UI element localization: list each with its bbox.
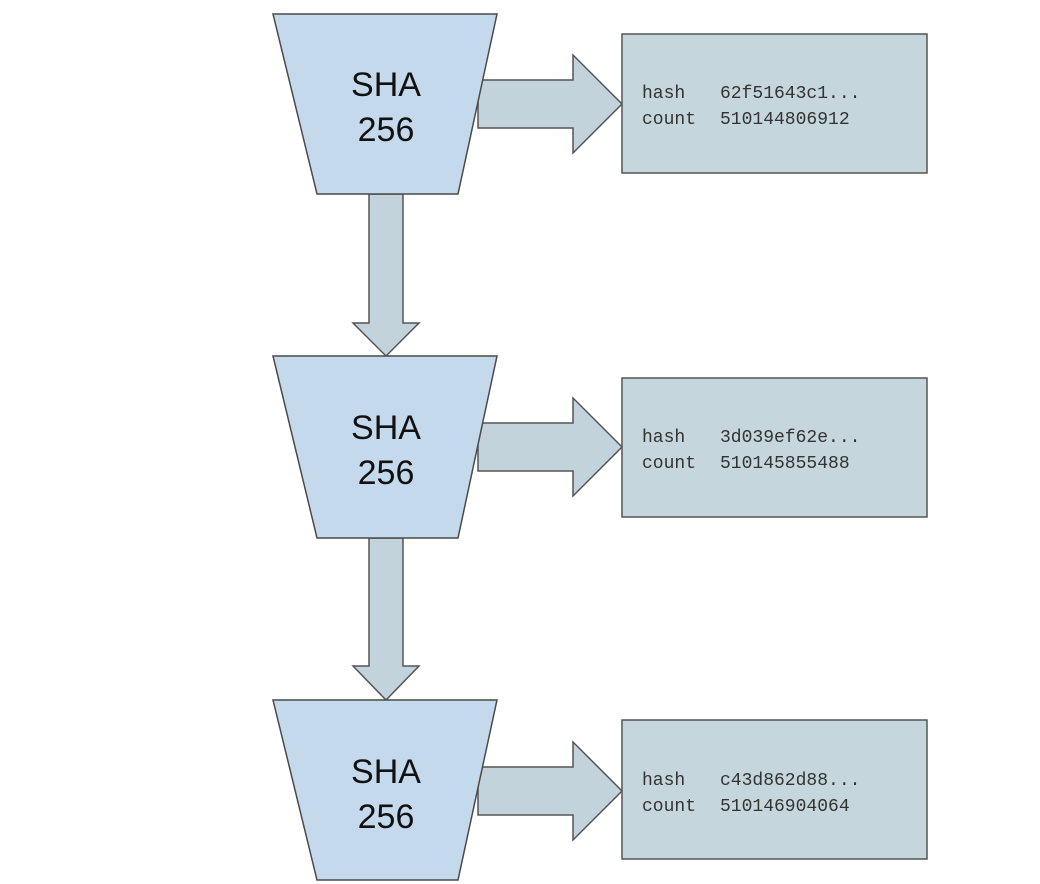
hash-key: hash — [642, 428, 685, 448]
output-box-2 — [621, 377, 928, 518]
stage-3: SHA 256 hash c43d862d88... count 5101469… — [272, 699, 928, 881]
funnel-label-line2: 256 — [358, 798, 415, 836]
count-key: count — [642, 454, 696, 474]
count-value: 510144806912 — [720, 110, 850, 130]
sha256-funnel-1 — [272, 13, 498, 195]
funnel-label-line1: SHA — [351, 66, 421, 104]
right-arrow-1 — [477, 53, 624, 155]
count-value: 510146904064 — [720, 797, 850, 817]
count-value: 510145855488 — [720, 454, 850, 474]
hash-value: 62f51643c1... — [720, 84, 860, 104]
funnel-label-line2: 256 — [358, 111, 415, 149]
stage-2: SHA 256 hash 3d039ef62e... count 5101458… — [272, 355, 928, 539]
stage-1: SHA 256 hash 62f51643c1... count 5101448… — [272, 13, 928, 195]
right-arrow-2 — [477, 396, 624, 498]
hash-key: hash — [642, 84, 685, 104]
count-key: count — [642, 110, 696, 130]
count-key: count — [642, 797, 696, 817]
hash-key: hash — [642, 771, 685, 791]
hash-value: 3d039ef62e... — [720, 428, 860, 448]
funnel-label-line1: SHA — [351, 753, 421, 791]
down-arrow-2 — [351, 537, 421, 702]
hash-value: c43d862d88... — [720, 771, 860, 791]
output-box-3 — [621, 719, 928, 860]
down-arrow-1 — [351, 193, 421, 358]
right-arrow-3 — [477, 740, 624, 842]
funnel-label-line2: 256 — [358, 454, 415, 492]
sha256-funnel-3 — [272, 699, 498, 881]
sha256-funnel-2 — [272, 355, 498, 539]
funnel-label-line1: SHA — [351, 409, 421, 447]
output-box-1 — [621, 33, 928, 174]
